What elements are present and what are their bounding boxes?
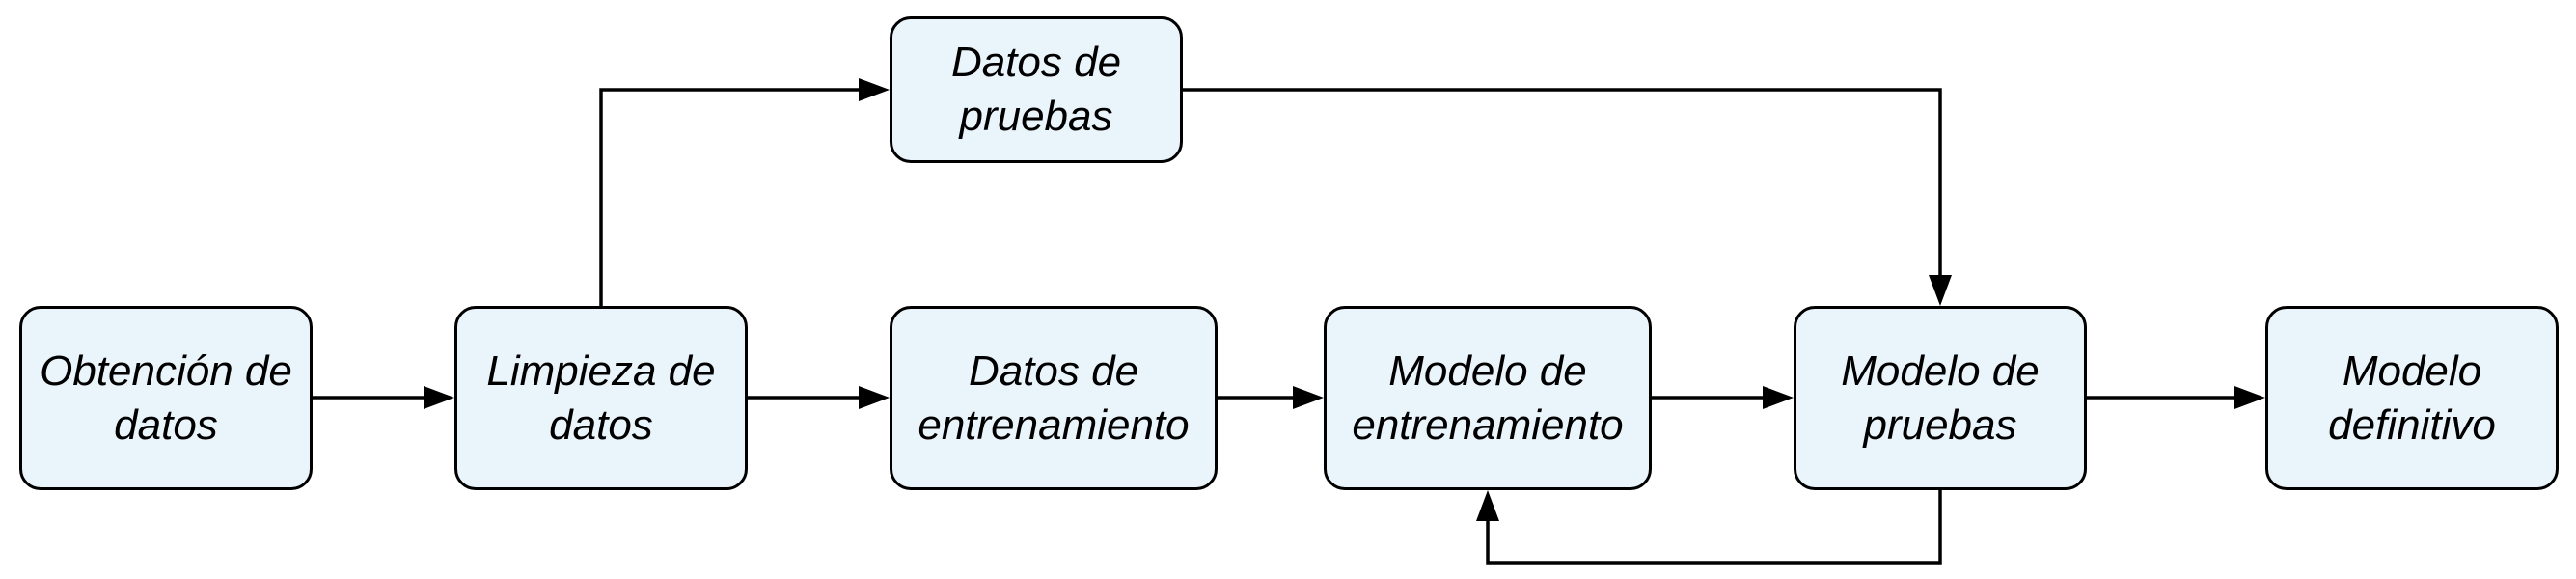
arrowhead-modelo-pruebas-left <box>1763 386 1794 409</box>
node-modelo-definitivo: Modelo definitivo <box>2265 306 2559 490</box>
node-label: Datos de pruebas <box>950 39 1122 140</box>
arrowhead-limpieza <box>424 386 454 409</box>
edge-modelo-pruebas-to-modelo-entrenamiento <box>1486 490 1942 565</box>
node-label: Obtención de datos <box>40 346 292 449</box>
arrowhead-modelo-entrenamiento-bottom <box>1476 490 1499 521</box>
node-modelo-de-pruebas: Modelo de pruebas <box>1794 306 2087 490</box>
node-obtencion-de-datos: Obtención de datos <box>19 306 313 490</box>
arrowhead-modelo-entrenamiento <box>1293 386 1324 409</box>
arrowhead-datos-pruebas <box>859 78 890 101</box>
node-modelo-de-entrenamiento: Modelo de entrenamiento <box>1324 306 1652 490</box>
node-label: Modelo definitivo <box>2328 346 2496 449</box>
arrowhead-datos-entrenamiento <box>859 386 890 409</box>
arrowhead-modelo-definitivo <box>2234 386 2265 409</box>
node-limpieza-de-datos: Limpieza de datos <box>454 306 748 490</box>
node-datos-de-pruebas: Datos de pruebas <box>890 16 1183 163</box>
edge-limpieza-to-datos-pruebas <box>599 88 860 306</box>
edge-datos-pruebas-to-modelo-pruebas <box>1183 88 1942 276</box>
node-label: Limpieza de datos <box>486 346 716 449</box>
node-label: Modelo de entrenamiento <box>1352 346 1624 449</box>
arrowhead-modelo-pruebas-top <box>1929 275 1952 306</box>
node-label: Modelo de pruebas <box>1841 346 2040 449</box>
node-datos-de-entrenamiento: Datos de entrenamiento <box>890 306 1218 490</box>
node-label: Datos de entrenamiento <box>918 346 1190 449</box>
